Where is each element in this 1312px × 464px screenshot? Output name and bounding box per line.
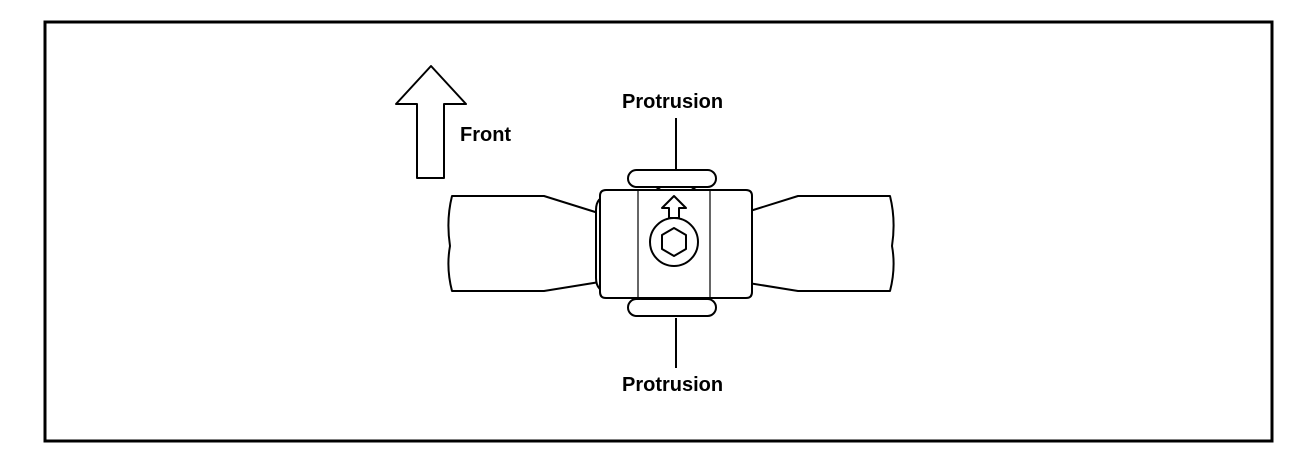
protrusion-top-tab xyxy=(627,169,717,188)
front-label: Front xyxy=(460,124,511,146)
protrusion-bottom-tab xyxy=(627,298,717,317)
diagram-frame xyxy=(43,20,1274,443)
protrusion-bottom-label: Protrusion xyxy=(622,374,723,396)
buckle-arrow-icon xyxy=(661,195,687,219)
hex-bolt-icon xyxy=(649,217,699,267)
front-arrow-icon xyxy=(395,65,467,179)
protrusion-top-label: Protrusion xyxy=(622,91,723,113)
